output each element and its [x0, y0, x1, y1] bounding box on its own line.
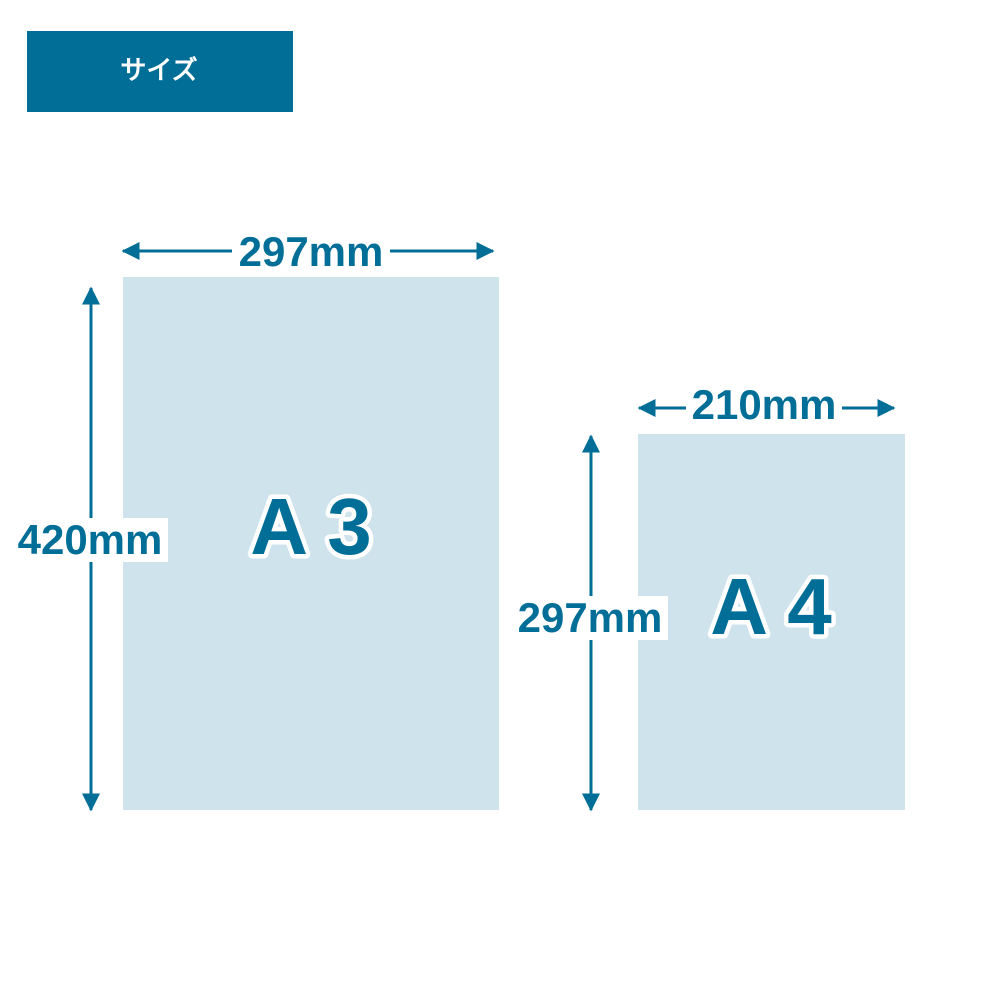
a3-sheet [123, 277, 499, 810]
a4-sheet-name: A 4 [710, 562, 832, 651]
a4-width-label: 210mm [692, 381, 837, 428]
a4-sheet-group: 210mm 297mm A 4 [512, 381, 905, 812]
a4-height-label-bg [512, 596, 668, 640]
a4-sheet [638, 434, 905, 810]
a4-width-label-bg [686, 384, 842, 430]
a3-width-label-bg [232, 228, 390, 274]
a3-height-label-bg [12, 518, 168, 562]
a3-width-label: 297mm [239, 228, 384, 275]
a3-sheet-group: 297mm 420mm A 3 [12, 228, 499, 812]
a4-height-label: 297mm [518, 594, 663, 641]
a3-height-label: 420mm [18, 516, 163, 563]
section-header: サイズ [27, 31, 293, 112]
a3-sheet-name: A 3 [250, 482, 372, 571]
section-title: サイズ [120, 56, 198, 86]
